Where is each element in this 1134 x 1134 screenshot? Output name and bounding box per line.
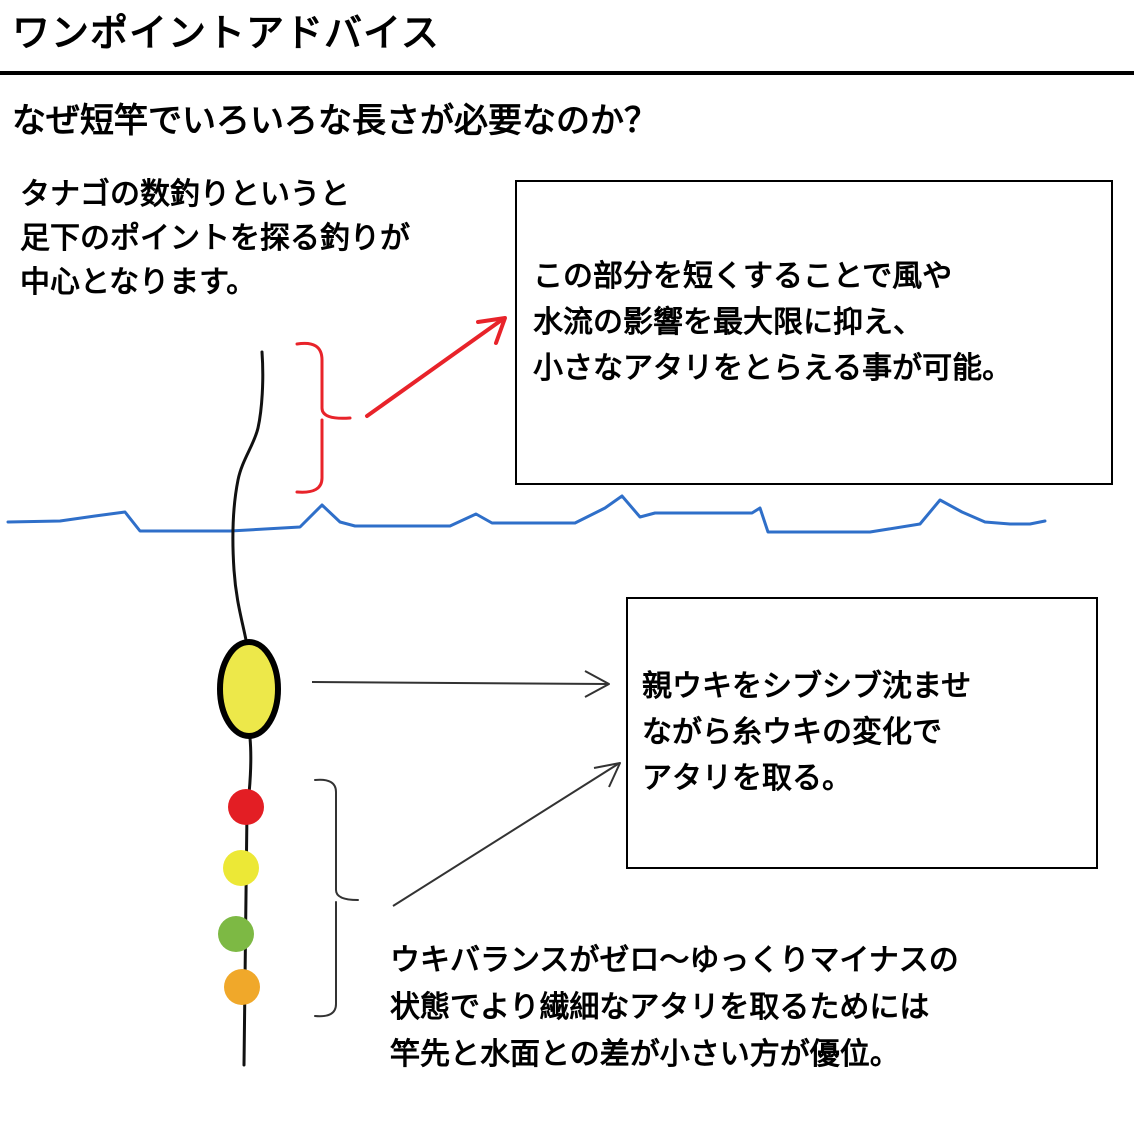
green-bead-icon bbox=[218, 916, 254, 952]
upper-arrow bbox=[365, 316, 507, 418]
lower-callout-box bbox=[626, 597, 1098, 869]
intro-line: 足下のポイントを探る釣りが bbox=[20, 221, 410, 256]
yellow-bead-icon bbox=[223, 850, 259, 886]
oval-float-icon bbox=[217, 639, 281, 739]
intro-line: 中心となります。 bbox=[20, 265, 257, 300]
lower-bracket bbox=[314, 778, 359, 1018]
beads-arrow bbox=[392, 762, 621, 907]
callout-line: ながら糸ウキの変化で bbox=[642, 715, 942, 750]
title-divider bbox=[0, 71, 1134, 75]
fishing-line-upper bbox=[231, 350, 265, 642]
intro-line: タナゴの数釣りというと bbox=[20, 177, 350, 212]
bottom-note: ウキバランスがゼロ〜ゆっくりマイナスの 状態でより繊細なアタリを取るためには 竿… bbox=[390, 946, 959, 1087]
float-arrow bbox=[311, 670, 610, 698]
intro-text: タナゴの数釣りというと 足下のポイントを探る釣りが 中心となります。 bbox=[20, 180, 410, 312]
callout-line: 水流の影響を最大限に抑え、 bbox=[533, 305, 923, 340]
upper-callout-text: この部分を短くすることで風や 水流の影響を最大限に抑え、 小さなアタリをとらえる… bbox=[533, 262, 1012, 400]
water-surface-line bbox=[6, 494, 1047, 534]
page-title: ワンポイントアドバイス bbox=[12, 11, 440, 55]
upper-callout-box bbox=[515, 180, 1113, 485]
fishing-line-lower bbox=[242, 736, 253, 1067]
note-line: 竿先と水面との差が小さい方が優位。 bbox=[390, 1037, 900, 1072]
lower-callout-text: 親ウキをシブシブ沈ませ ながら糸ウキの変化で アタリを取る。 bbox=[642, 672, 971, 810]
red-bead-icon bbox=[228, 789, 264, 825]
upper-bracket bbox=[295, 341, 352, 494]
callout-line: 小さなアタリをとらえる事が可能。 bbox=[533, 351, 1013, 386]
orange-bead-icon bbox=[224, 969, 260, 1005]
callout-line: 親ウキをシブシブ沈ませ bbox=[642, 669, 972, 704]
note-line: 状態でより繊細なアタリを取るためには bbox=[390, 990, 930, 1025]
callout-line: この部分を短くすることで風や bbox=[533, 259, 953, 294]
note-line: ウキバランスがゼロ〜ゆっくりマイナスの bbox=[390, 943, 959, 978]
question-heading: なぜ短竿でいろいろな長さが必要なのか？ bbox=[12, 101, 658, 141]
callout-line: アタリを取る。 bbox=[642, 761, 852, 796]
